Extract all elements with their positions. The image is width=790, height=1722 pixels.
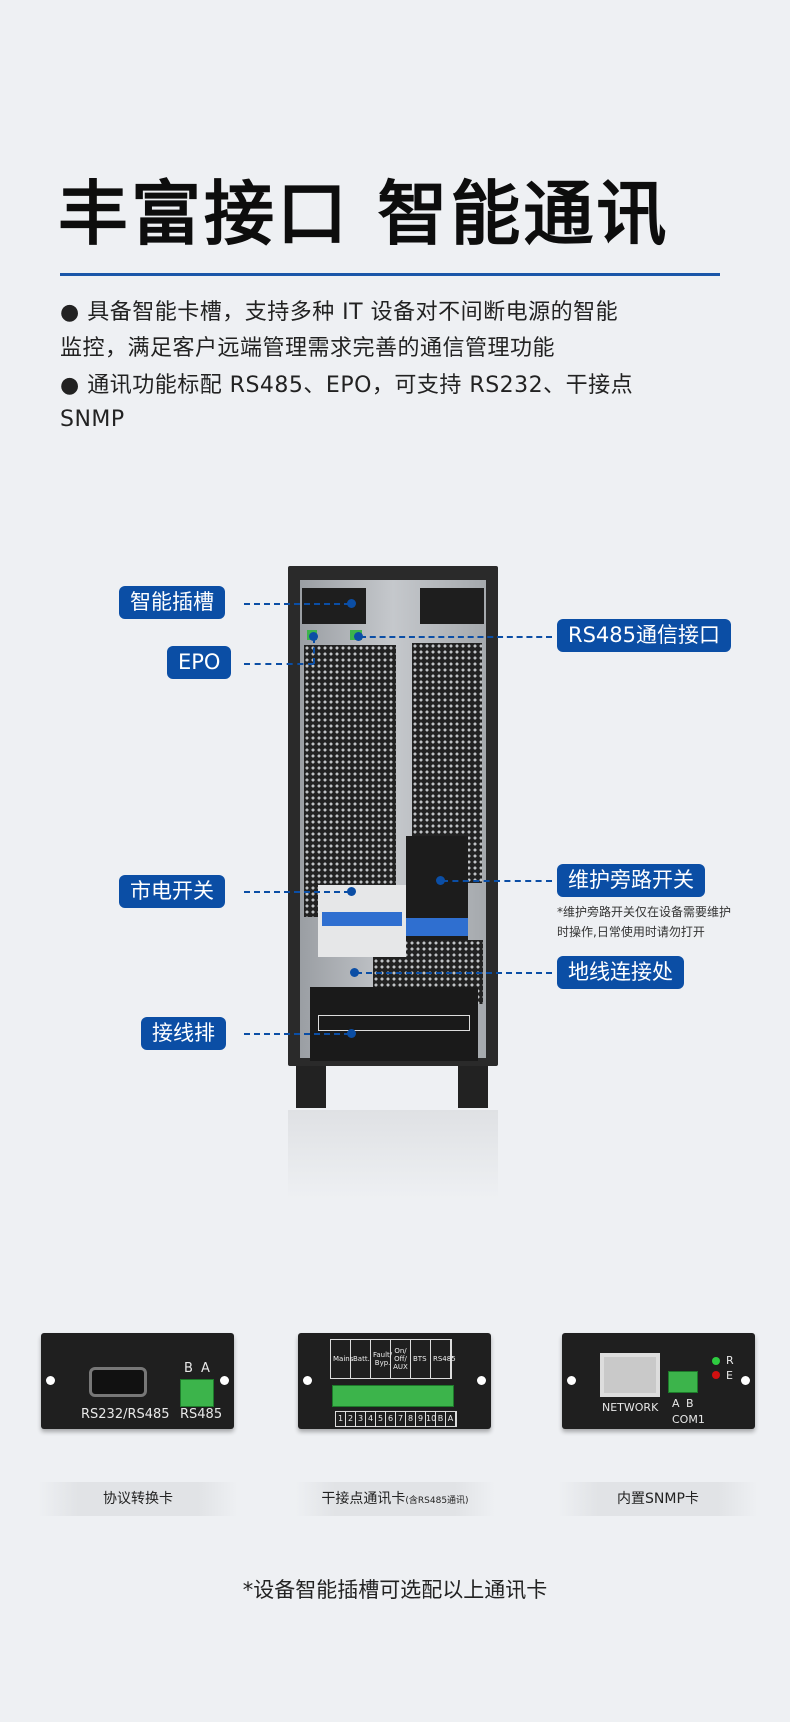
screw-hole — [46, 1376, 55, 1385]
rs485-terminal — [180, 1379, 214, 1407]
pin-label: A — [201, 1361, 210, 1376]
leader-line — [356, 972, 552, 974]
leader-line — [244, 663, 314, 665]
caption-text: 干接点通讯卡 — [321, 1491, 406, 1507]
pin-number: 1 — [336, 1412, 346, 1426]
signal-header: BTS — [411, 1340, 431, 1378]
leader-line — [244, 603, 350, 605]
bullet-line: 监控，满足客户远端管理需求完善的通信管理功能 — [60, 336, 556, 361]
led-e — [712, 1371, 720, 1379]
pin-number: B — [436, 1412, 446, 1426]
signal-header: Mains — [331, 1340, 353, 1378]
vent-grill — [304, 645, 396, 917]
pin-label: B — [686, 1397, 694, 1410]
marker-dot — [350, 968, 359, 977]
pin-number: 6 — [386, 1412, 396, 1426]
signal-header: On/ Off/ AUX — [391, 1340, 411, 1378]
card-caption: 干接点通讯卡(含RS485通讯) — [295, 1482, 495, 1516]
screw-hole — [303, 1376, 312, 1385]
card-caption: 协议转换卡 — [38, 1482, 238, 1516]
bypass-switch-handle — [406, 918, 468, 936]
marker-dot — [347, 1029, 356, 1038]
port-label: RS485 — [180, 1407, 223, 1422]
com-terminal — [668, 1371, 698, 1393]
pin-number: 2 — [346, 1412, 356, 1426]
screw-hole — [220, 1376, 229, 1385]
pin-number: 5 — [376, 1412, 386, 1426]
terminal-labels — [318, 1015, 470, 1031]
pin-number: 4 — [366, 1412, 376, 1426]
callout-bypass-switch: 维护旁路开关 — [557, 864, 705, 897]
callout-epo: EPO — [167, 646, 232, 679]
cabinet-foot — [458, 1066, 488, 1108]
signal-header: Fault/ Byp. — [371, 1340, 392, 1378]
pin-number: 3 — [356, 1412, 366, 1426]
bypass-note: 时操作,日常使用时请勿打开 — [557, 925, 705, 939]
port-label: RS232/RS485 — [81, 1407, 170, 1422]
callout-rs485: RS485通信接口 — [557, 619, 732, 652]
snmp-card: R E NETWORK A B COM1 — [562, 1333, 755, 1429]
screw-hole — [477, 1376, 486, 1385]
divider — [60, 273, 720, 276]
bypass-note: *维护旁路开关仅在设备需要维护 — [557, 905, 732, 919]
leader-line — [360, 636, 552, 638]
ethernet-port — [600, 1353, 660, 1397]
led-label: R — [726, 1354, 734, 1367]
pin-label: B — [184, 1361, 193, 1376]
breaker-toggles — [322, 912, 402, 926]
led-r — [712, 1357, 720, 1365]
marker-dot — [347, 887, 356, 896]
leader-line — [244, 1033, 350, 1035]
port-label: COM1 — [672, 1413, 705, 1426]
page-title: 丰富接口 智能通讯 — [58, 173, 670, 255]
bullet-line: SNMP — [60, 407, 125, 432]
signal-header: Batt. — [351, 1340, 371, 1378]
terminal-block — [310, 987, 478, 1061]
protocol-converter-card: B A RS232/RS485 RS485 — [41, 1333, 234, 1429]
leader-line — [442, 880, 552, 882]
callout-mains-switch: 市电开关 — [119, 875, 225, 908]
signal-header: RS485 — [431, 1340, 456, 1378]
reflection — [288, 1110, 498, 1200]
pin-number: 9 — [416, 1412, 426, 1426]
leader-line — [313, 637, 315, 664]
pin-number: 7 — [396, 1412, 406, 1426]
bullet-line: ● 通讯功能标配 RS485、EPO，可支持 RS232、干接点 — [60, 373, 634, 398]
db9-port — [89, 1367, 147, 1397]
marker-dot — [354, 632, 363, 641]
rs232-slot — [420, 588, 484, 624]
caption-small: (含RS485通讯) — [405, 1496, 469, 1506]
marker-dot — [436, 876, 445, 885]
screw-hole — [741, 1376, 750, 1385]
marker-dot — [309, 632, 318, 641]
marker-dot — [347, 599, 356, 608]
bullet-line: ● 具备智能卡槽，支持多种 IT 设备对不间断电源的智能 — [60, 300, 619, 325]
pin-label: A — [672, 1397, 680, 1410]
callout-terminal: 接线排 — [141, 1017, 226, 1050]
terminal-strip — [332, 1385, 454, 1407]
pin-number: 8 — [406, 1412, 416, 1426]
smart-slot — [302, 588, 366, 624]
card-caption: 内置SNMP卡 — [558, 1482, 758, 1516]
port-label: NETWORK — [602, 1401, 659, 1414]
leader-line — [244, 891, 350, 893]
pin-number: A — [446, 1412, 456, 1426]
footer-note: *设备智能插槽可选配以上通讯卡 — [242, 1578, 548, 1602]
cabinet-foot — [296, 1066, 326, 1108]
screw-hole — [567, 1376, 576, 1385]
callout-ground: 地线连接处 — [557, 956, 684, 989]
led-label: E — [726, 1369, 733, 1382]
callout-smart-slot: 智能插槽 — [119, 586, 225, 619]
pin-number: 10 — [426, 1412, 436, 1426]
